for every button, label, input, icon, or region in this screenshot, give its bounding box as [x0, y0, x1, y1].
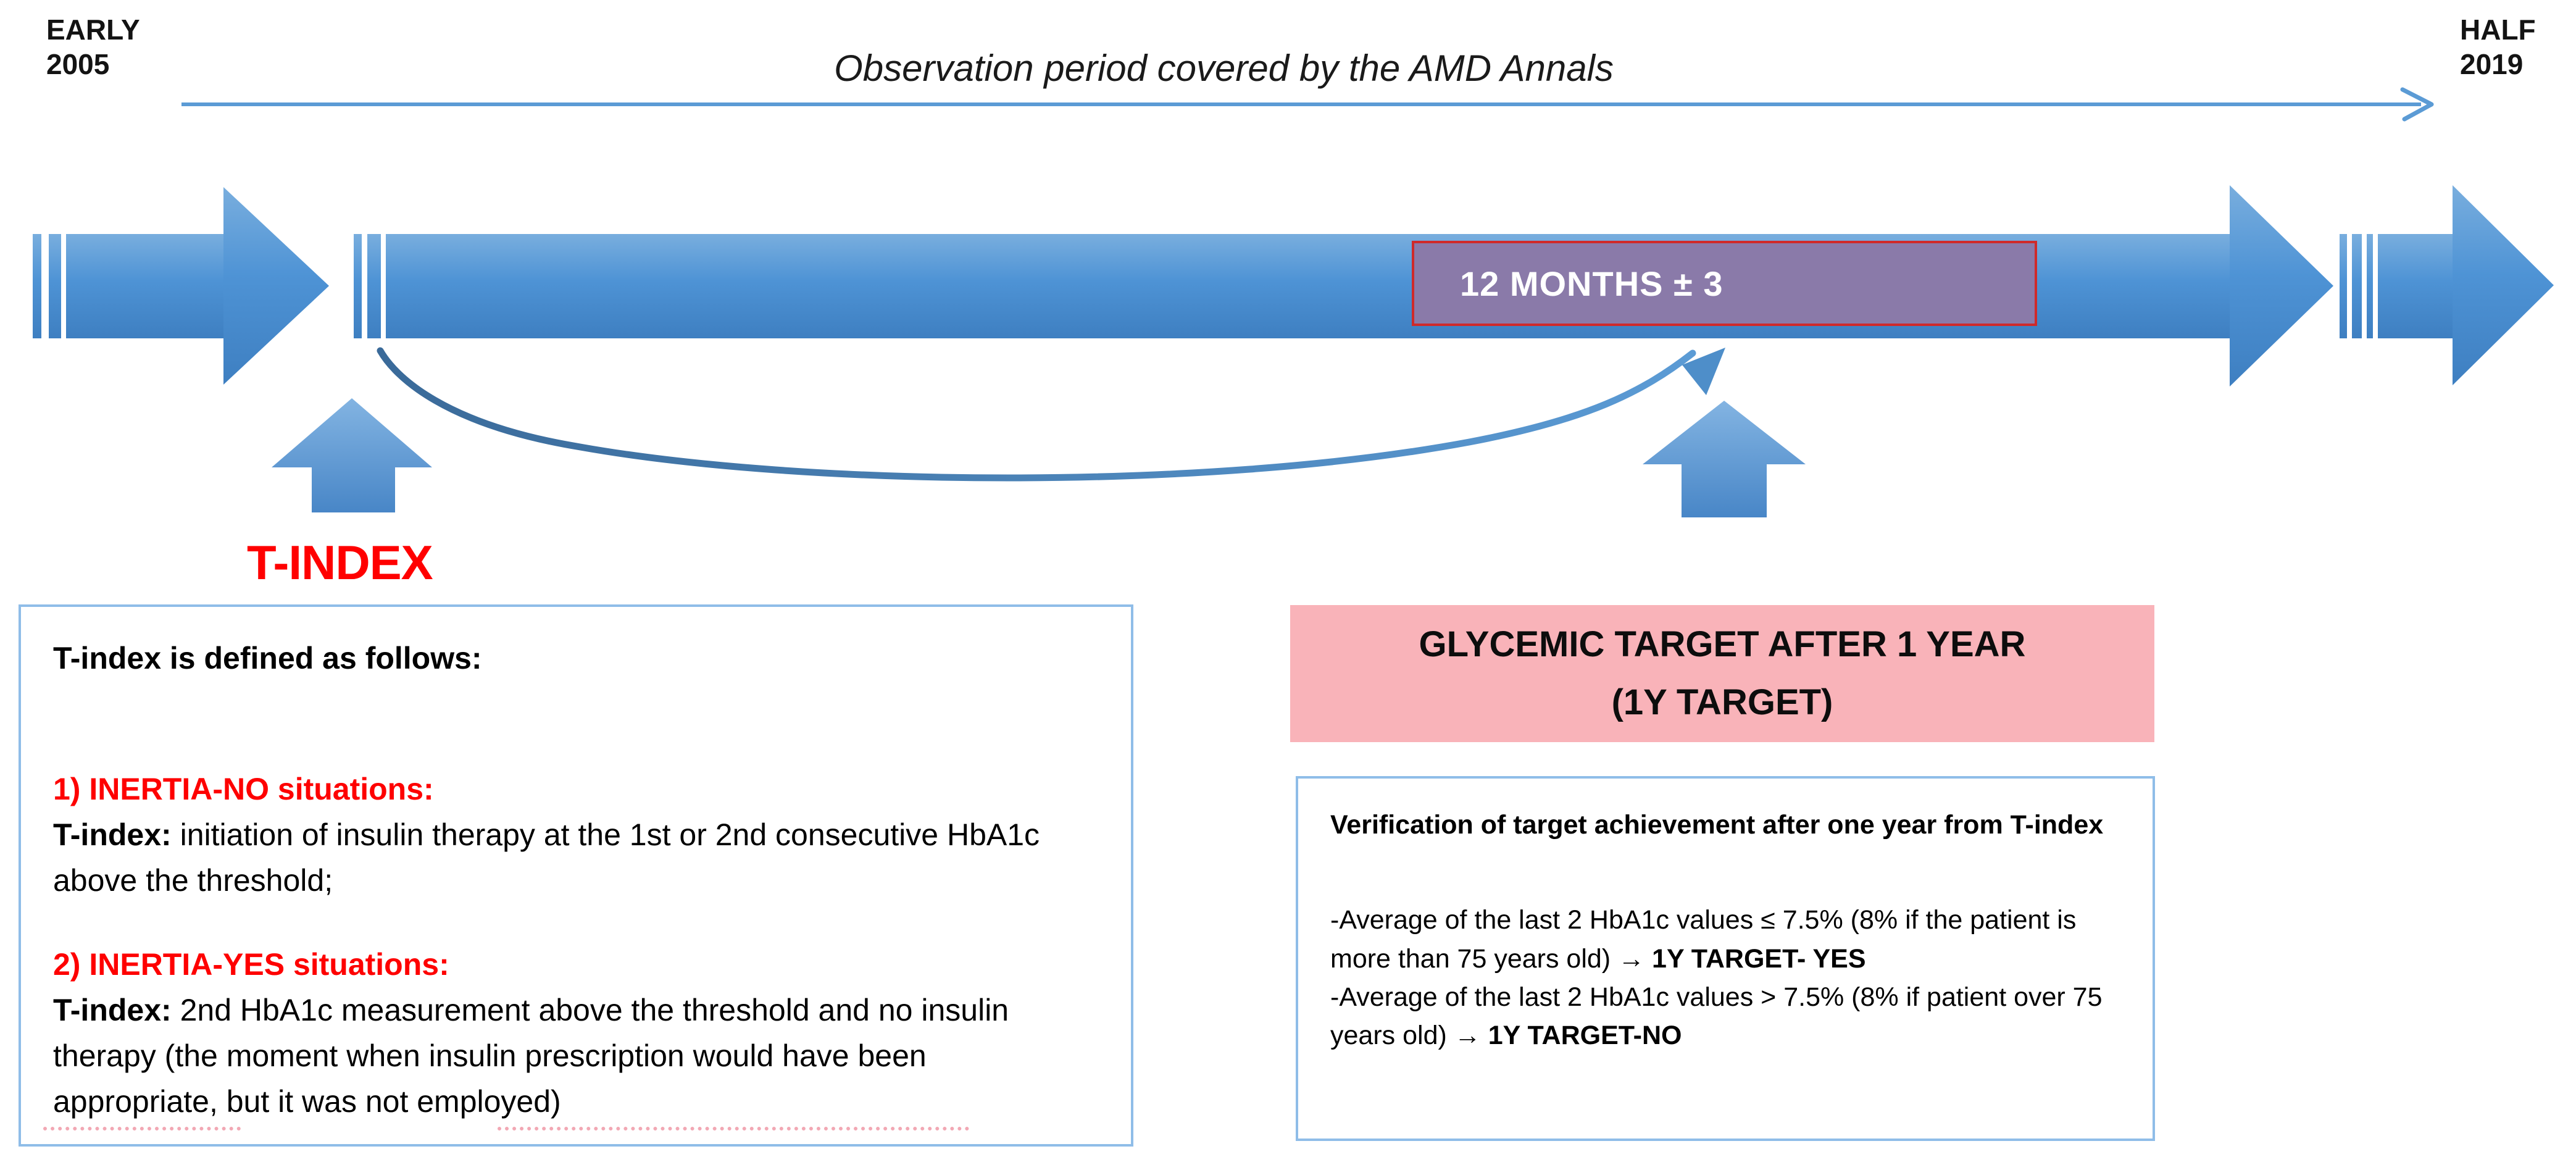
- end-year-line1: HALF: [2460, 14, 2536, 46]
- glycemic-target-line2: (1Y TARGET): [1611, 682, 1833, 722]
- segment1-tick-bar: [49, 234, 61, 338]
- segment1-body: [66, 234, 223, 338]
- observation-period-arrow-icon: [181, 87, 2434, 122]
- verification-bullet-no: -Average of the last 2 HbA1c values > 7.…: [1330, 978, 2120, 1055]
- inertia-no-description: initiation of insulin therapy at the 1st…: [53, 817, 1040, 898]
- t-index-definition-box: T-index is defined as follows: 1) INERTI…: [19, 604, 1133, 1147]
- dotted-underline-left: [43, 1127, 241, 1130]
- inertia-yes-term: T-index:: [53, 993, 172, 1027]
- bullet-no-result: → 1Y TARGET-NO: [1454, 1021, 1682, 1051]
- inertia-yes-heading: 2) INERTIA-YES situations:: [53, 947, 449, 982]
- end-year-label: HALF 2019: [2460, 12, 2536, 81]
- segment3-tick-bar: [2352, 234, 2362, 338]
- curved-arrow-path: [377, 347, 1696, 482]
- curved-arrow-head: [1682, 348, 1725, 395]
- segment3-arrowhead-icon: [2453, 185, 2554, 385]
- one-year-up-arrow-icon: [1643, 401, 1806, 517]
- twelve-months-label: 12 MONTHS ± 3: [1460, 264, 1724, 303]
- segment2-tick-bar: [354, 234, 362, 338]
- inertia-no-text: T-index: initiation of insulin therapy a…: [53, 812, 1099, 903]
- segment3-tick-bar: [2367, 234, 2373, 338]
- observation-arrow-head: [2400, 87, 2434, 122]
- verification-bullet-yes: -Average of the last 2 HbA1c values ≤ 7.…: [1330, 901, 2120, 978]
- bullet-yes-result: → 1Y TARGET- YES: [1618, 943, 1866, 974]
- segment1-arrowhead-icon: [223, 187, 329, 385]
- definition-title: T-index is defined as follows:: [53, 641, 482, 675]
- timeline-segment-3: [2340, 185, 2554, 385]
- inertia-yes-text: T-index: 2nd HbA1c measurement above the…: [53, 987, 1099, 1124]
- bullet-yes-text: -Average of the last 2 HbA1c values ≤ 7.…: [1330, 905, 2077, 974]
- start-year-line1: EARLY: [46, 14, 140, 46]
- glycemic-target-title-box: GLYCEMIC TARGET AFTER 1 YEAR (1Y TARGET): [1290, 605, 2154, 742]
- segment2-arrowhead-icon: [2230, 185, 2333, 387]
- segment3-tick-bar: [2340, 234, 2347, 338]
- end-year-line2: 2019: [2460, 48, 2524, 81]
- inertia-no-term: T-index:: [53, 817, 172, 852]
- segment3-body: [2378, 234, 2453, 338]
- curved-12-month-arrow-icon: [377, 347, 1725, 482]
- bullet-no-text: -Average of the last 2 HbA1c values > 7.…: [1330, 982, 2103, 1051]
- timeline-segment-1: [33, 187, 329, 385]
- inertia-no-heading: 1) INERTIA-NO situations:: [53, 772, 434, 806]
- segment1-tick-bar: [33, 234, 41, 338]
- segment2-tick-bar: [367, 234, 381, 338]
- t-index-label: T-INDEX: [247, 535, 433, 590]
- t-index-up-arrow-icon: [272, 398, 432, 512]
- start-year-label: EARLY 2005: [46, 12, 140, 81]
- verification-box: Verification of target achievement after…: [1296, 776, 2155, 1141]
- start-year-line2: 2005: [46, 48, 110, 81]
- verification-heading: Verification of target achievement after…: [1330, 810, 2104, 840]
- twelve-months-box: 12 MONTHS ± 3: [1412, 241, 2037, 326]
- glycemic-target-line1: GLYCEMIC TARGET AFTER 1 YEAR: [1419, 624, 2026, 665]
- inertia-yes-description: 2nd HbA1c measurement above the threshol…: [53, 993, 1009, 1119]
- observation-period-title: Observation period covered by the AMD An…: [834, 48, 1614, 89]
- dotted-underline-right: [498, 1127, 969, 1130]
